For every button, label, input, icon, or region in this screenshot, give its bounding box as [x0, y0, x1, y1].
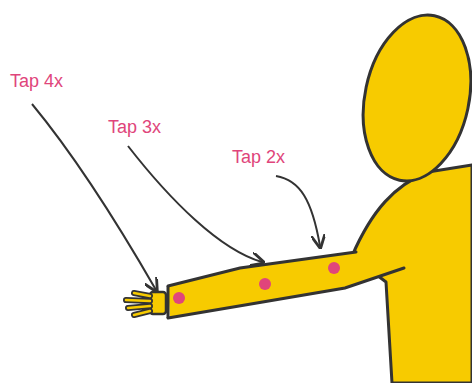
callout-label: Tap 3x — [108, 118, 161, 136]
tap-point — [328, 262, 340, 274]
tap-point — [259, 278, 271, 290]
callout-label: Tap 4x — [10, 72, 63, 90]
callout-label: Tap 2x — [232, 148, 285, 166]
fingers-fill — [126, 293, 150, 315]
arm-outline — [168, 252, 404, 318]
head-shape — [349, 5, 472, 191]
tap-point — [173, 292, 185, 304]
leader-arrow — [276, 176, 320, 246]
fingers-outline — [126, 293, 150, 315]
